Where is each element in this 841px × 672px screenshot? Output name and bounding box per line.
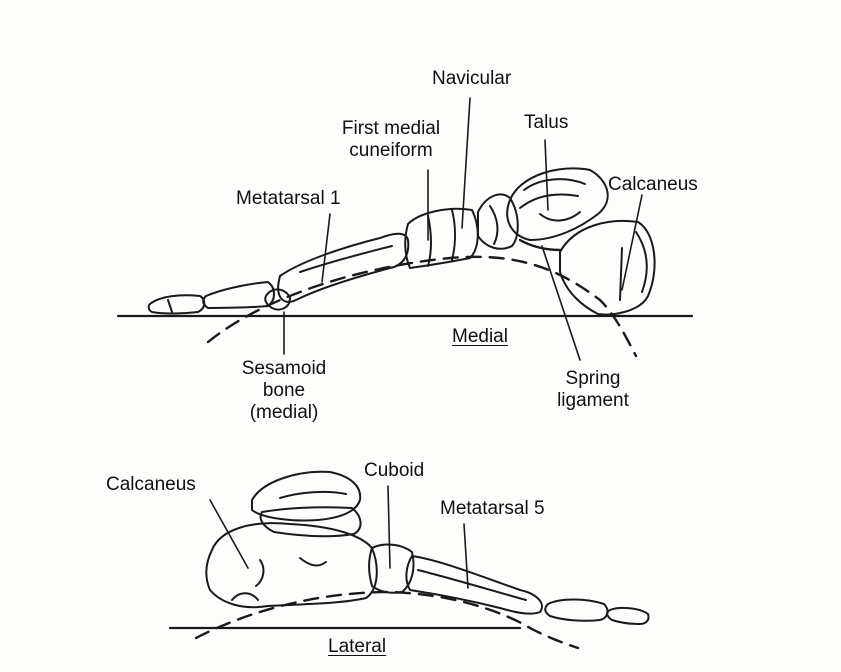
spring-ligament xyxy=(520,240,560,250)
label-first-medial-cuneiform-line1: First medial xyxy=(316,118,466,140)
label-talus: Talus xyxy=(524,112,568,134)
lateral-foot-drawing xyxy=(170,472,649,648)
lateral-distal-phalanx xyxy=(607,608,648,624)
label-navicular: Navicular xyxy=(432,68,511,90)
label-calcaneus-lateral: Calcaneus xyxy=(106,474,196,496)
label-spring-ligament: Spring ligament xyxy=(540,368,646,412)
label-sesamoid-line2: bone xyxy=(224,380,344,402)
label-metatarsal-1: Metatarsal 1 xyxy=(236,188,341,210)
medial-calcaneus-bone xyxy=(560,221,655,315)
label-spring-line2: ligament xyxy=(540,390,646,412)
label-first-medial-cuneiform-line2: cuneiform xyxy=(316,140,466,162)
medial-navicular-bone xyxy=(478,194,518,248)
label-cuboid: Cuboid xyxy=(364,460,424,482)
medial-foot-drawing xyxy=(118,168,692,356)
label-first-medial-cuneiform: First medial cuneiform xyxy=(316,118,466,162)
label-metatarsal-5: Metatarsal 5 xyxy=(440,498,545,520)
label-sesamoid-bone: Sesamoid bone (medial) xyxy=(224,358,344,424)
lateral-talus-bone xyxy=(252,472,360,521)
label-medial-view-title: Medial xyxy=(452,326,508,348)
label-sesamoid-line3: (medial) xyxy=(224,402,344,424)
label-sesamoid-line1: Sesamoid xyxy=(224,358,344,380)
label-lateral-view-title: Lateral xyxy=(328,636,386,658)
lateral-proximal-phalanx xyxy=(545,600,607,621)
medial-distal-phalanx xyxy=(149,295,205,313)
medial-cuneiform-bone xyxy=(405,209,478,268)
label-spring-line1: Spring xyxy=(540,368,646,390)
medial-proximal-phalanx xyxy=(203,282,274,308)
lateral-arch-curve xyxy=(196,592,578,648)
label-calcaneus-medial: Calcaneus xyxy=(608,174,698,196)
medial-arch-curve xyxy=(208,257,636,356)
